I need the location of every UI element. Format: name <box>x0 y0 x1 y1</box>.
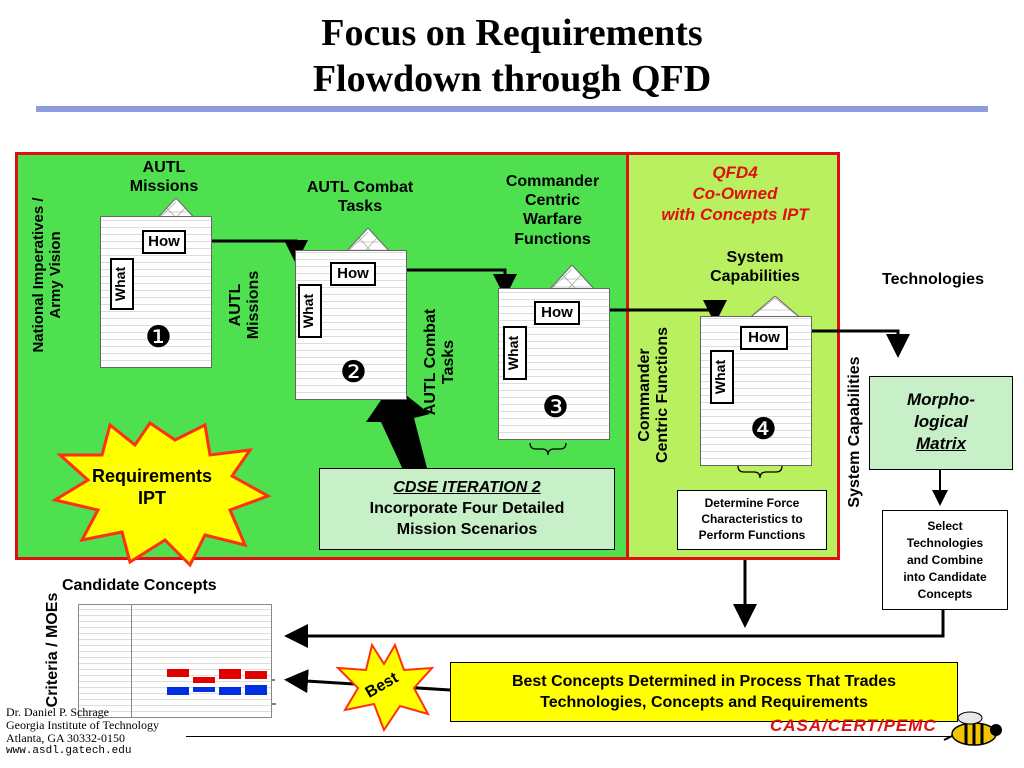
morphological-matrix-box: Morpho- logical Matrix <box>869 376 1013 470</box>
footer-rule <box>186 736 976 737</box>
best-star <box>335 642 435 733</box>
title-line-2: Flowdown through QFD <box>312 58 712 100</box>
matrix2-top-label: AUTL Combat Tasks <box>306 179 414 216</box>
system-capabilities-vertical: System Capabilities <box>846 356 863 508</box>
matrix2-how: How <box>330 262 376 286</box>
candidate-concepts-label: Candidate Concepts <box>62 577 217 594</box>
matrix3-top-label: Commander Centric Warfare Functions <box>505 173 600 248</box>
requirements-ipt-label: Requirements IPT <box>91 466 213 508</box>
candidate-concepts-table <box>78 604 272 718</box>
system-capabilities-top-label: System Capabilities <box>710 249 800 286</box>
select-technologies-box: Select Technologies and Combine into Can… <box>882 510 1008 610</box>
best-concepts-box: Best Concepts Determined in Process That… <box>450 662 958 722</box>
matrix4-number: ❹ <box>750 413 777 446</box>
qfd4-label: QFD4 Co-Owned with Concepts IPT <box>661 163 809 224</box>
title-line-1: Focus on Requirements <box>321 12 703 54</box>
matrix2-what: What <box>298 284 322 338</box>
matrix3-number: ❸ <box>542 391 569 424</box>
matrix2-side-label: AUTL Missions <box>227 270 263 340</box>
criteria-moes-vertical: Criteria / MOEs <box>44 592 61 708</box>
casa-logo: CASA/CERT/PEMC <box>770 716 937 735</box>
cdse-title: CDSE ITERATION 2 <box>393 479 541 496</box>
technologies-label: Technologies <box>882 271 984 288</box>
matrix3-how: How <box>534 301 580 325</box>
matrix4-what: What <box>710 350 734 404</box>
title-rule <box>36 106 988 112</box>
commander-functions-side-label: Commander Centric Functions <box>636 327 672 464</box>
matrix1-number: ❶ <box>145 321 172 354</box>
footer: Dr. Daniel P. Schrage Georgia Institute … <box>6 705 160 758</box>
bee-mascot-icon <box>943 711 1002 746</box>
slide-title: Focus on Requirements Flowdown through Q… <box>0 10 1024 102</box>
matrix1-what: What <box>110 258 134 310</box>
matrix1-top-label: AUTL Missions <box>129 159 199 196</box>
matrix1-how: How <box>142 230 186 254</box>
requirements-ipt-star <box>51 420 272 568</box>
matrix3-side-label: AUTL Combat Tasks <box>422 308 458 416</box>
force-characteristics-box: Determine Force Characteristics to Perfo… <box>677 490 827 550</box>
cdse-iteration-box: CDSE ITERATION 2 Incorporate Four Detail… <box>319 468 615 550</box>
national-imperatives-label: National Imperatives / Army Vision <box>30 197 65 353</box>
matrix3-what: What <box>503 326 527 380</box>
matrix4-how: How <box>740 326 788 350</box>
matrix2-number: ❷ <box>340 356 367 389</box>
